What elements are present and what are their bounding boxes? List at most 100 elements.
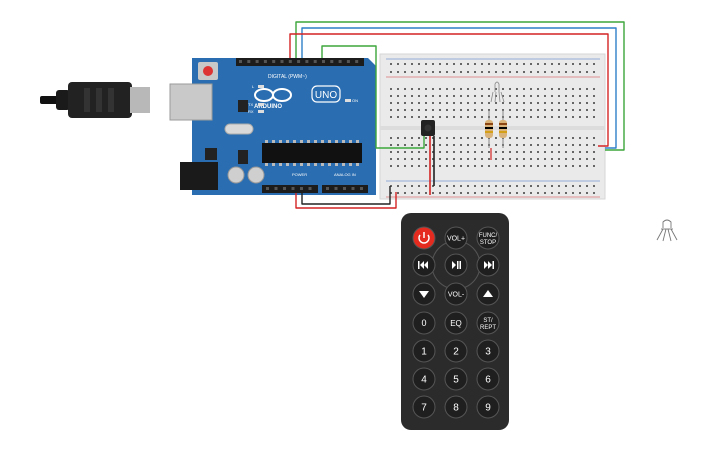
- breadboard-hole[interactable]: [418, 102, 420, 104]
- breadboard-hole[interactable]: [558, 71, 560, 73]
- breadboard-hole[interactable]: [593, 165, 595, 167]
- breadboard-hole[interactable]: [481, 137, 483, 139]
- breadboard-hole[interactable]: [530, 185, 532, 187]
- breadboard-hole[interactable]: [453, 158, 455, 160]
- breadboard-hole[interactable]: [460, 102, 462, 104]
- breadboard-hole[interactable]: [397, 116, 399, 118]
- breadboard-hole[interactable]: [481, 102, 483, 104]
- breadboard-hole[interactable]: [551, 116, 553, 118]
- breadboard-hole[interactable]: [593, 102, 595, 104]
- breadboard-hole[interactable]: [509, 158, 511, 160]
- remote-button-eq[interactable]: EQ: [444, 311, 468, 335]
- breadboard-hole[interactable]: [537, 95, 539, 97]
- arduino-uno-board[interactable]: DIGITAL (PWM~) ARDUINO UNO ON L TX RX: [169, 58, 376, 195]
- breadboard-hole[interactable]: [502, 165, 504, 167]
- breadboard-hole[interactable]: [474, 192, 476, 194]
- breadboard-hole[interactable]: [446, 151, 448, 153]
- remote-button-power[interactable]: [412, 226, 436, 250]
- breadboard-hole[interactable]: [397, 151, 399, 153]
- remote-button-4[interactable]: 4: [412, 367, 436, 391]
- breadboard-hole[interactable]: [404, 95, 406, 97]
- pin-hole[interactable]: [308, 187, 312, 190]
- breadboard-hole[interactable]: [467, 192, 469, 194]
- breadboard-hole[interactable]: [432, 144, 434, 146]
- breadboard-hole[interactable]: [390, 63, 392, 65]
- breadboard-hole[interactable]: [530, 95, 532, 97]
- breadboard-hole[interactable]: [586, 71, 588, 73]
- breadboard-hole[interactable]: [411, 109, 413, 111]
- breadboard-hole[interactable]: [565, 71, 567, 73]
- breadboard-hole[interactable]: [565, 151, 567, 153]
- breadboard-hole[interactable]: [523, 95, 525, 97]
- breadboard-hole[interactable]: [537, 116, 539, 118]
- pin-hole[interactable]: [291, 187, 295, 190]
- remote-button-vol-[interactable]: VOL-: [444, 282, 468, 306]
- pin-hole[interactable]: [300, 187, 303, 190]
- breadboard-hole[interactable]: [425, 137, 427, 139]
- breadboard-hole[interactable]: [523, 165, 525, 167]
- breadboard-hole[interactable]: [425, 144, 427, 146]
- breadboard-hole[interactable]: [516, 151, 518, 153]
- breadboard-hole[interactable]: [488, 63, 490, 65]
- breadboard-hole[interactable]: [593, 95, 595, 97]
- breadboard-hole[interactable]: [516, 71, 518, 73]
- breadboard-hole[interactable]: [390, 151, 392, 153]
- breadboard-hole[interactable]: [551, 144, 553, 146]
- breadboard-hole[interactable]: [544, 144, 546, 146]
- breadboard-hole[interactable]: [593, 63, 595, 65]
- remote-button-2[interactable]: 2: [444, 339, 468, 363]
- breadboard-hole[interactable]: [467, 63, 469, 65]
- breadboard-hole[interactable]: [432, 109, 434, 111]
- breadboard-hole[interactable]: [523, 102, 525, 104]
- wires[interactable]: [289, 21, 625, 209]
- breadboard-hole[interactable]: [453, 185, 455, 187]
- breadboard-hole[interactable]: [446, 88, 448, 90]
- breadboard-hole[interactable]: [586, 102, 588, 104]
- breadboard-hole[interactable]: [418, 185, 420, 187]
- breadboard-hole[interactable]: [586, 165, 588, 167]
- remote-button-func-stop[interactable]: FUNC/STOP: [476, 226, 500, 250]
- breadboard-hole[interactable]: [523, 151, 525, 153]
- breadboard-hole[interactable]: [537, 165, 539, 167]
- pin-hole[interactable]: [274, 187, 278, 190]
- breadboard-hole[interactable]: [593, 71, 595, 73]
- breadboard-hole[interactable]: [593, 109, 595, 111]
- breadboard-hole[interactable]: [523, 63, 525, 65]
- breadboard-hole[interactable]: [453, 151, 455, 153]
- breadboard-hole[interactable]: [397, 102, 399, 104]
- breadboard-hole[interactable]: [418, 144, 420, 146]
- breadboard-hole[interactable]: [523, 71, 525, 73]
- breadboard-hole[interactable]: [439, 63, 441, 65]
- breadboard-hole[interactable]: [474, 165, 476, 167]
- breadboard-hole[interactable]: [467, 165, 469, 167]
- breadboard-hole[interactable]: [516, 109, 518, 111]
- breadboard-hole[interactable]: [432, 102, 434, 104]
- breadboard-hole[interactable]: [446, 116, 448, 118]
- pin-hole[interactable]: [263, 60, 267, 63]
- breadboard-hole[interactable]: [495, 71, 497, 73]
- breadboard-hole[interactable]: [551, 185, 553, 187]
- breadboard-hole[interactable]: [432, 185, 434, 187]
- breadboard-hole[interactable]: [565, 63, 567, 65]
- breadboard-hole[interactable]: [586, 158, 588, 160]
- breadboard-hole[interactable]: [551, 192, 553, 194]
- breadboard-hole[interactable]: [411, 95, 413, 97]
- breadboard-hole[interactable]: [439, 151, 441, 153]
- remote-button-5[interactable]: 5: [444, 367, 468, 391]
- breadboard-hole[interactable]: [530, 137, 532, 139]
- breadboard-hole[interactable]: [467, 109, 469, 111]
- breadboard-hole[interactable]: [446, 165, 448, 167]
- breadboard-hole[interactable]: [404, 158, 406, 160]
- breadboard-hole[interactable]: [502, 151, 504, 153]
- breadboard-hole[interactable]: [439, 137, 441, 139]
- breadboard-hole[interactable]: [439, 71, 441, 73]
- remote-button-9[interactable]: 9: [476, 395, 500, 419]
- breadboard-hole[interactable]: [509, 109, 511, 111]
- pin-hole[interactable]: [355, 60, 359, 63]
- breadboard-hole[interactable]: [439, 88, 441, 90]
- breadboard-hole[interactable]: [446, 137, 448, 139]
- breadboard-hole[interactable]: [453, 71, 455, 73]
- breadboard-hole[interactable]: [579, 137, 581, 139]
- breadboard-hole[interactable]: [593, 116, 595, 118]
- breadboard-hole[interactable]: [565, 95, 567, 97]
